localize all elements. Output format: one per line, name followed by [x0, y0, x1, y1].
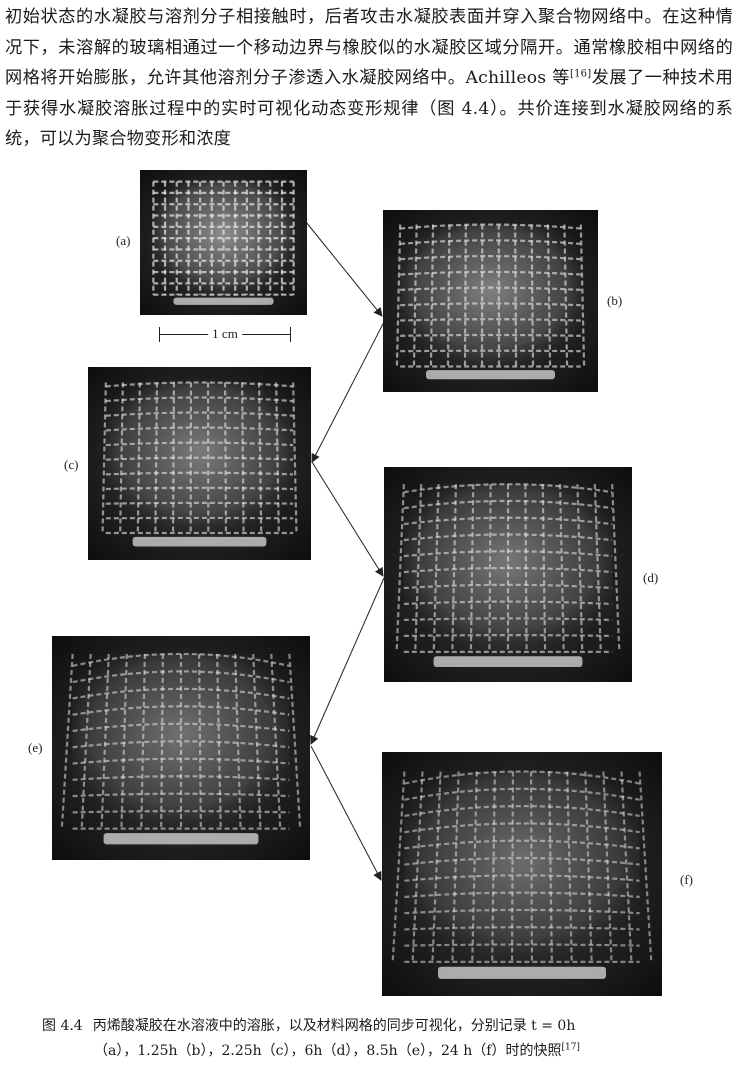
caption-line-1: 丙烯酸凝胶在水溶液中的溶胀，以及材料网格的同步可视化，分别记录 t = 0h: [92, 1018, 576, 1034]
panel-label-b: (b): [607, 293, 623, 308]
figure-number: 图 4.4: [42, 1018, 83, 1034]
panel-label-d: (d): [643, 570, 659, 585]
photo-panel-e: [52, 636, 310, 860]
arrow-a-to-b: [305, 221, 383, 317]
citation-ref[interactable]: [16]: [569, 68, 592, 80]
arrow-d-to-e: [310, 577, 385, 745]
photo-panel-c: [88, 367, 311, 560]
photo-panel-d: [384, 467, 632, 682]
panel-label-f: (f): [680, 872, 693, 887]
paragraph-text-2: 发展了一种技术用于获得水凝胶溶胀过程中的实时可视化动态变形规律（图 4.4）。共…: [5, 68, 733, 150]
figure-caption: 图 4.4 丙烯酸凝胶在水溶液中的溶胀，以及材料网格的同步可视化，分别记录 t =…: [42, 1014, 732, 1064]
caption-line-2: （a），1.25h（b），2.25h（c），6h（d），8.5h（e），24 h…: [94, 1043, 562, 1059]
arrow-e-to-f: [310, 745, 382, 881]
caption-citation-ref[interactable]: [17]: [561, 1042, 580, 1053]
panel-label-a: (a): [116, 233, 131, 248]
paragraph-text-1: 初始状态的水凝胶与溶剂分子相接触时，后者攻击水凝胶表面并穿入聚合物网络中。在这种…: [5, 7, 733, 89]
scale-bar-label: 1 cm: [208, 326, 242, 342]
arrow-c-to-d: [311, 461, 384, 577]
photo-panel-a: [140, 170, 307, 315]
photo-panel-f: [382, 752, 662, 996]
panel-label-c: (c): [64, 457, 79, 472]
body-paragraph: 初始状态的水凝胶与溶剂分子相接触时，后者攻击水凝胶表面并穿入聚合物网络中。在这种…: [5, 2, 733, 155]
arrow-b-to-c: [311, 317, 387, 463]
scale-bar: 1 cm: [159, 322, 291, 344]
panel-label-e: (e): [28, 740, 43, 755]
photo-panel-b: [383, 210, 598, 392]
